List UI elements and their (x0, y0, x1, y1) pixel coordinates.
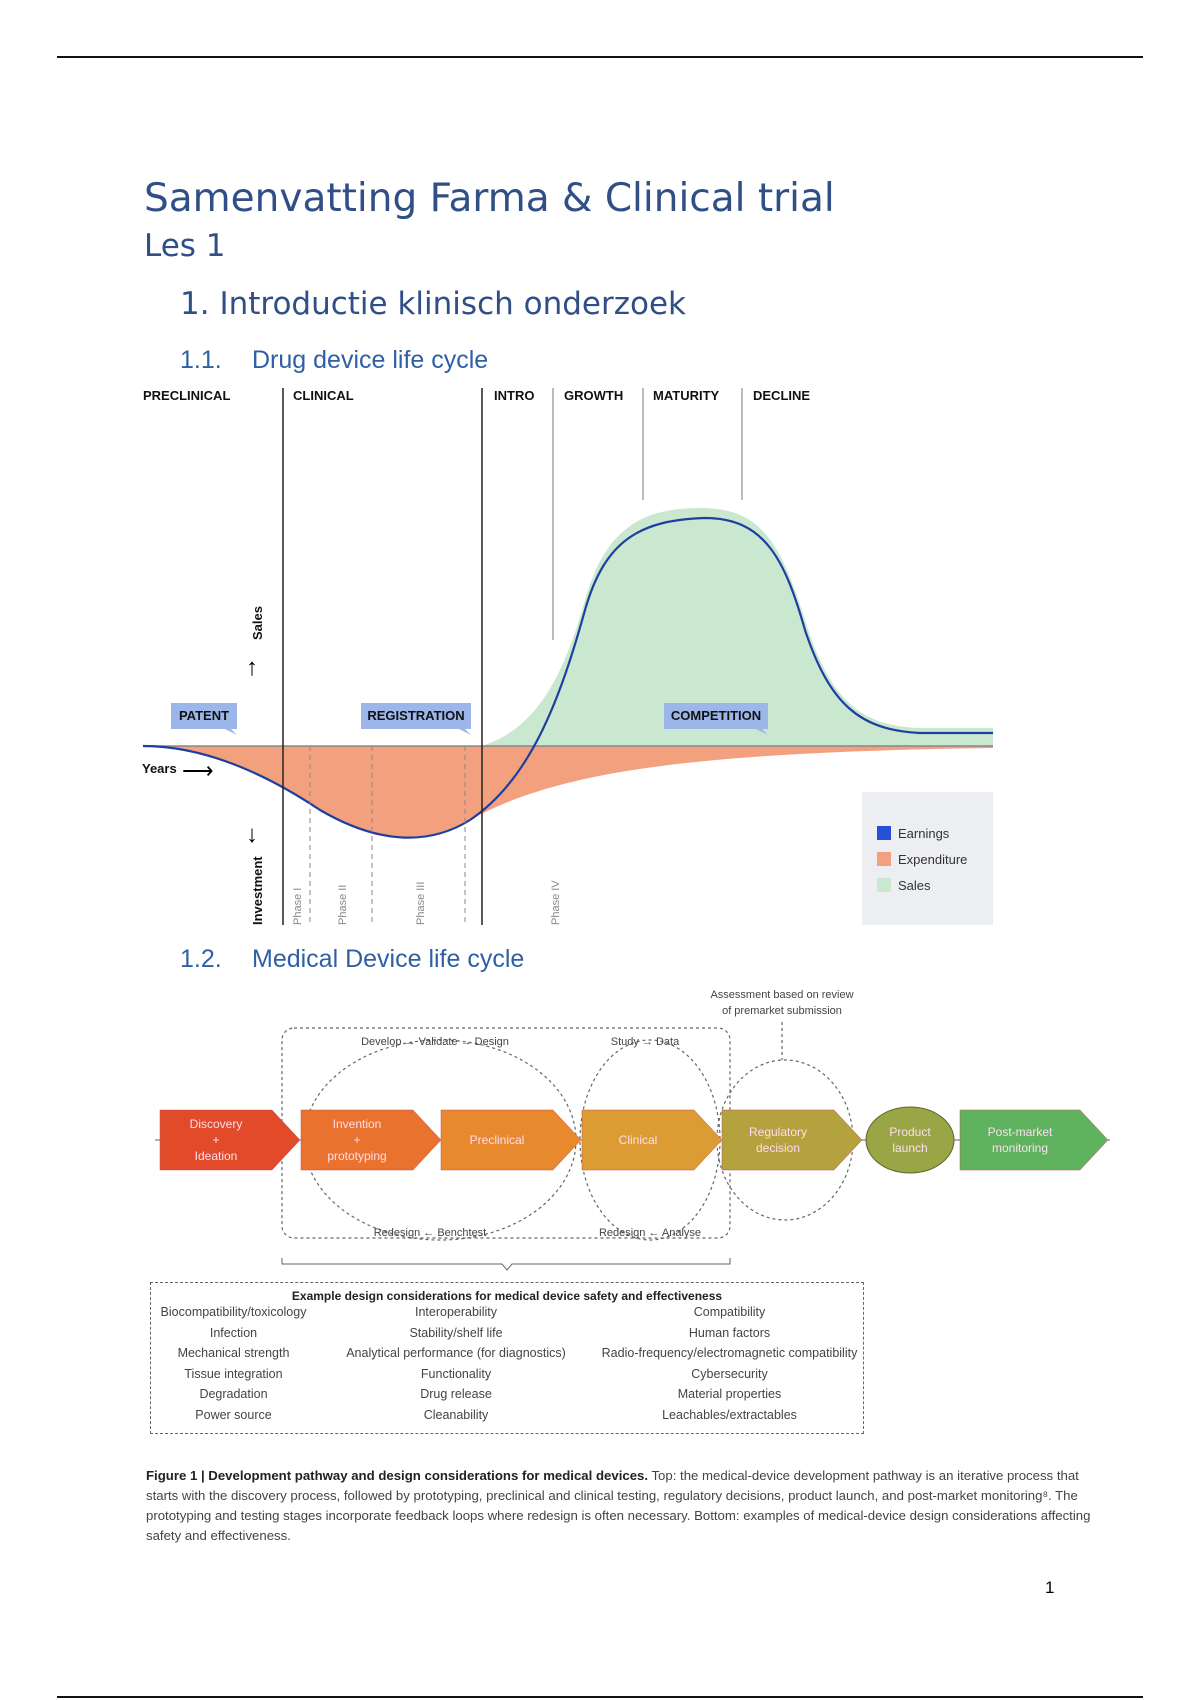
expenditure-area (143, 746, 993, 838)
assessment-note: Assessment based on review (710, 989, 853, 1001)
stage-label: Preclinical (470, 1133, 525, 1147)
years-axis-label: Years (142, 761, 177, 776)
stage-label: launch (892, 1141, 927, 1155)
stage-3: Preclinical (440, 1109, 582, 1171)
table-cell: Infection (209, 1325, 258, 1340)
table-title: Example design considerations for medica… (291, 1289, 723, 1303)
stage-label: Clinical (619, 1133, 658, 1147)
stage-6: Product launch (865, 1106, 955, 1174)
page-number: 1 (1045, 1578, 1055, 1597)
earnings-line (142, 516, 993, 839)
loop-label: Develop → Validate → Design (361, 1036, 509, 1048)
table-cell: Interoperability (415, 1305, 497, 1319)
svg-text:COMPETITION: COMPETITION (671, 708, 761, 723)
stage-label: decision (756, 1141, 800, 1155)
table-cell: Cleanability (423, 1407, 489, 1422)
phase-label: MATURITY (653, 388, 720, 403)
stage-4: Clinical (581, 1109, 723, 1171)
heading-1: 1. Introductie klinisch onderzoek (180, 286, 686, 322)
figure-caption: Figure 1 | Development pathway and desig… (146, 1466, 1096, 1546)
arrow-right-icon: ⟶ (182, 758, 214, 783)
table-cell: Stability/shelf life (409, 1325, 503, 1340)
phase-label: DECLINE (753, 388, 810, 403)
stage-label: Ideation (195, 1149, 238, 1163)
legend-label: Earnings (898, 826, 950, 841)
table-cell: Biocompatibility/toxicology (160, 1305, 307, 1319)
footer-rule (57, 1696, 1143, 1698)
table-cell: Human factors (688, 1325, 771, 1340)
legend-swatch-earnings (877, 826, 891, 840)
table-cell: Leachables/extractables (662, 1407, 797, 1422)
trial-phase-label: Phase I (292, 888, 304, 925)
phase-label: PRECLINICAL (143, 388, 230, 403)
loop-label: Redesign ← Analyse (599, 1227, 701, 1239)
heading-1-1: 1.1. Drug device life cycle (180, 346, 488, 375)
stage-label: Invention (333, 1117, 382, 1131)
stage-label: + (353, 1133, 360, 1147)
heading-number: 1.2. (180, 945, 222, 973)
heading-label: Introductie klinisch onderzoek (219, 286, 686, 322)
table-cell: Analytical performance (for diagnostics) (346, 1346, 566, 1360)
legend-swatch-expenditure (877, 852, 891, 866)
tag-competition: COMPETITION (664, 703, 768, 735)
table-cell: Functionality (420, 1366, 492, 1381)
stage-label: Product (889, 1125, 931, 1139)
table-cell: Degradation (199, 1387, 268, 1401)
heading-label: Drug device life cycle (252, 346, 489, 374)
table-cell: Compatibility (693, 1305, 766, 1319)
phase-label: CLINICAL (293, 388, 354, 403)
svg-text:PATENT: PATENT (179, 708, 229, 723)
stage-label: prototyping (327, 1149, 386, 1163)
stage-7: Post-market monitoring (959, 1109, 1109, 1171)
stage-label: Regulatory (749, 1125, 807, 1139)
design-considerations-table: Example design considerations for medica… (150, 1282, 864, 1434)
table-cell: Power source (195, 1407, 272, 1422)
phase-label: INTRO (494, 388, 534, 403)
assessment-note: of premarket submission (722, 1005, 842, 1017)
bracket (281, 1258, 731, 1271)
stage-label: + (212, 1133, 219, 1147)
header-rule (57, 56, 1143, 58)
sales-area (482, 508, 993, 746)
heading-label: Medical Device life cycle (252, 945, 525, 973)
trial-phase-label: Phase IV (550, 880, 562, 925)
medical-device-diagram: Assessment based on review of premarket … (155, 989, 1110, 1271)
trial-phase-label: Phase II (337, 885, 349, 925)
stage-label: monitoring (992, 1141, 1048, 1155)
arrow-up-icon: ↑ (246, 654, 258, 681)
table-cell: Material properties (677, 1387, 782, 1401)
investment-axis-label: Investment (250, 856, 265, 925)
caption-title: Figure 1 | Development pathway and desig… (146, 1468, 649, 1483)
stage-2: Invention + prototyping (300, 1109, 442, 1171)
stage-label: Post-market (988, 1125, 1053, 1139)
drug-life-cycle-chart: PRECLINICAL CLINICAL INTRO GROWTH MATURI… (142, 388, 993, 925)
stage-label: Discovery (190, 1117, 243, 1131)
legend-label: Expenditure (898, 852, 967, 867)
table-cell: Drug release (420, 1387, 492, 1401)
table-cell: Radio-frequency/electromagnetic compatib… (601, 1346, 858, 1360)
chart-legend: Earnings Expenditure Sales (862, 792, 993, 925)
arrow-down-icon: ↓ (246, 821, 258, 848)
document-title: Samenvatting Farma & Clinical trial (144, 176, 835, 221)
tag-patent: PATENT (171, 703, 237, 735)
table-cell: Cybersecurity (691, 1366, 768, 1381)
document-subtitle: Les 1 (144, 228, 226, 264)
tag-registration: REGISTRATION (361, 703, 471, 735)
loop-label: Study → Data (611, 1036, 680, 1048)
legend-label: Sales (898, 878, 931, 893)
stage-5: Regulatory decision (721, 1109, 863, 1171)
phase-label: GROWTH (564, 388, 623, 403)
legend-swatch-sales (877, 878, 891, 892)
trial-phase-label: Phase III (415, 882, 427, 925)
loop-label: Redesign ← Benchtest (374, 1227, 487, 1239)
heading-1-2: 1.2. Medical Device life cycle (180, 945, 524, 974)
table-cell: Tissue integration (184, 1366, 283, 1381)
caption-text: Top: the medical-device development path… (146, 1468, 1091, 1543)
stage-1: Discovery + Ideation (159, 1109, 301, 1171)
table-cell: Mechanical strength (177, 1346, 290, 1360)
svg-text:REGISTRATION: REGISTRATION (367, 708, 464, 723)
sales-axis-label: Sales (250, 606, 265, 640)
heading-number: 1. (180, 286, 210, 322)
heading-number: 1.1. (180, 346, 222, 374)
